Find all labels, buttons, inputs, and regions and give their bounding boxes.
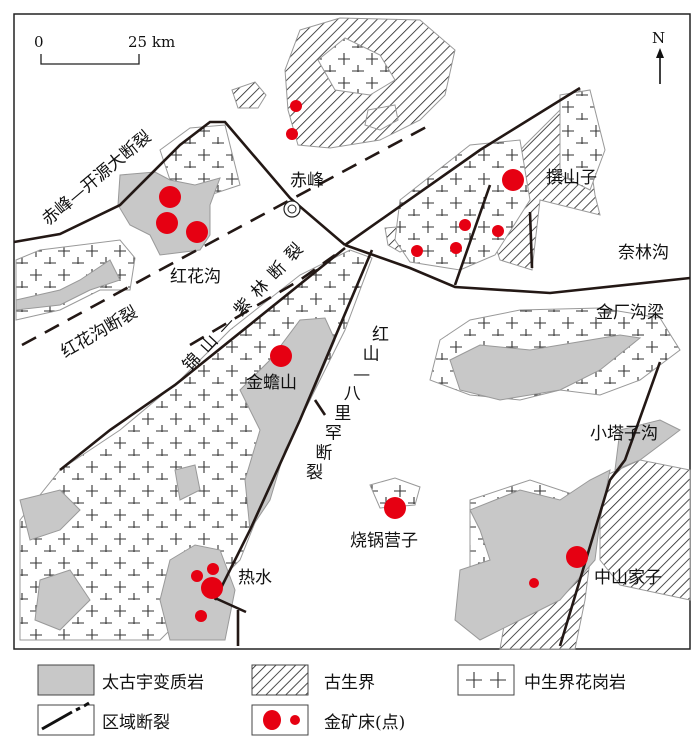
honghuagou-fault [21,123,431,347]
gold-deposit [566,546,588,568]
chifeng-kaiyuan-fault [13,120,346,246]
archean-areas [15,171,681,641]
gold-point [459,219,471,231]
gold-deposit [201,577,223,599]
gold-point [195,610,207,622]
ne-fault [344,86,581,247]
hongshan-balihan-fault [213,249,374,601]
regional-faults [13,86,691,647]
legend-archean: 太古宇变质岩 [102,673,204,693]
gold-deposit [159,186,181,208]
gold-point [290,100,302,112]
label-zhongshanjiazi: 中山家子 [594,568,662,588]
label-zhuanshanzi: 撰山子 [546,168,597,188]
legend: 太古宇变质岩 古生界 中生界花岗岩 区域断裂 金矿床(点) [37,664,626,736]
legend-paleozoic-swatch [251,664,309,696]
legend-paleozoic: 古生界 [324,673,375,693]
gold-point [411,245,423,257]
legend-fault: 区域断裂 [102,713,170,733]
north-arrow-icon: N [652,29,665,84]
gold-point [286,128,298,140]
scale-bar: 0 25 km [34,33,175,65]
dashed-faults [21,123,431,347]
gold-deposit [270,345,292,367]
scale-distance: 25 km [128,33,175,51]
gold-point [492,225,504,237]
label-nailingou: 奈林沟 [618,243,669,263]
label-hongshan-balihan-fault: 红山—八里罕断裂 [306,325,389,483]
city-symbol-icon [283,200,301,218]
gold-point [191,570,203,582]
gold-deposit [384,497,406,519]
jinshan-fault [189,253,336,347]
label-chifeng: 赤峰 [290,171,324,191]
legend-gold: 金矿床(点) [324,713,405,733]
gold-deposit [186,221,208,243]
scale-zero: 0 [34,33,44,51]
gold-point [207,563,219,575]
legend-fault-swatch [37,704,95,736]
gold-point [529,578,539,588]
legend-granite: 中生界花岗岩 [524,673,626,693]
label-xiaotazigou: 小塔子沟 [590,424,658,444]
label-honghuagou: 红花沟 [170,267,221,287]
gold-deposit [502,169,524,191]
label-jinchanggouliang: 金厂沟梁 [596,303,664,323]
label-reshui: 热水 [238,568,272,588]
label-shaoguoyingzi: 烧锅营子 [350,531,418,551]
label-jinchanshan: 金蟾山 [246,373,297,393]
gold-deposits [156,100,588,622]
north-label: N [652,29,665,47]
legend-archean-swatch [37,664,95,696]
gold-deposit [156,212,178,234]
gold-point [450,242,462,254]
nailingou-fault [344,243,691,295]
